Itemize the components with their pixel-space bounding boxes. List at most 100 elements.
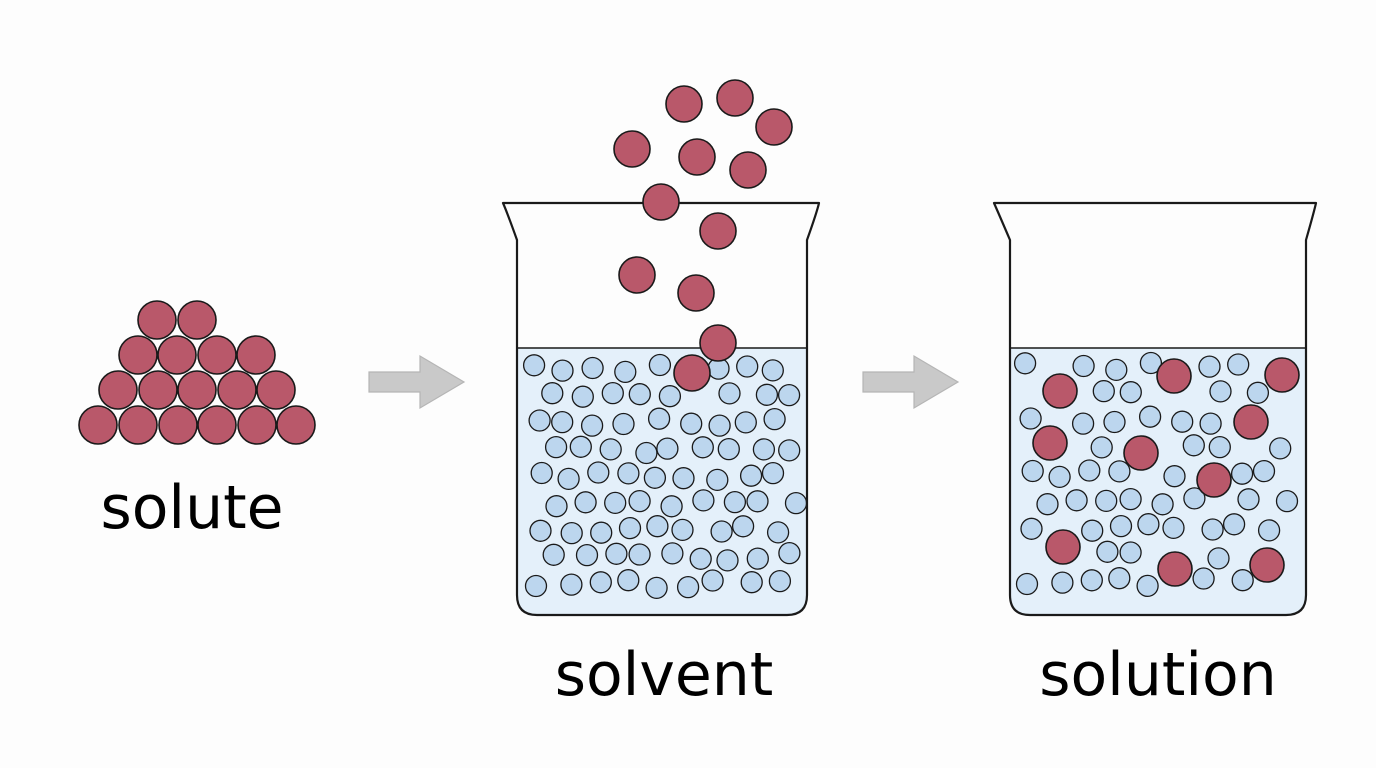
solvent-particle — [604, 491, 627, 515]
solute-particle — [177, 370, 217, 410]
solute-particle — [197, 335, 237, 375]
solvent-particle — [617, 462, 640, 485]
solvent-particle — [1119, 487, 1142, 511]
dissolved-solute-particle — [1157, 551, 1193, 587]
solvent-particle — [660, 495, 683, 518]
solvent-particle — [778, 439, 801, 462]
solvent-particle — [560, 573, 583, 596]
solvent-particle — [763, 407, 786, 431]
solvent-particle — [671, 518, 694, 542]
solvent-particle — [739, 464, 763, 487]
solvent-particle — [1137, 513, 1160, 536]
solute-particle — [138, 370, 178, 410]
solvent-particle — [1109, 514, 1133, 538]
solvent-particle — [1209, 380, 1232, 403]
solute-particle — [98, 370, 138, 410]
solvent-particle — [755, 383, 779, 406]
solute-particle — [276, 405, 316, 445]
solvent-particle — [541, 382, 564, 405]
solute-particle — [118, 335, 158, 375]
solvent-particle — [1162, 516, 1185, 540]
solvent-particle — [768, 569, 792, 593]
solvent-particle — [1231, 569, 1254, 592]
falling-solute-particle — [699, 324, 737, 362]
falling-solute-particle — [699, 212, 737, 250]
dissolved-solute-particle — [1264, 357, 1300, 393]
solvent-particle — [1222, 513, 1246, 536]
solute-particle-pile — [78, 300, 316, 445]
solvent-particle — [676, 575, 700, 599]
solvent-label: solvent — [554, 640, 774, 710]
solvent-particle — [1108, 567, 1131, 590]
solvent-particle — [645, 576, 668, 600]
solute-particle — [217, 370, 257, 410]
solvent-particle — [691, 436, 714, 459]
solvent-particle — [1198, 355, 1221, 378]
solvent-particle — [1252, 459, 1276, 483]
solvent-particle — [1136, 574, 1159, 598]
falling-solute-particle — [755, 108, 793, 146]
solvent-particle — [1183, 487, 1206, 510]
solvent-particle — [580, 414, 604, 437]
solvent-particle — [628, 543, 651, 566]
solute-particle — [118, 405, 158, 445]
solvent-particle — [1103, 410, 1126, 434]
solvent-particle — [590, 521, 613, 544]
solvent-particle — [601, 381, 624, 405]
solvent-particle — [1071, 412, 1095, 435]
solvent-particle — [680, 412, 703, 435]
solvent-particle — [551, 359, 574, 382]
solvent-particle — [717, 437, 740, 461]
dissolved-solute-particle — [1233, 404, 1269, 440]
solute-particle — [197, 405, 237, 445]
solvent-particle — [1078, 459, 1101, 482]
solvent-particle — [1019, 407, 1042, 430]
solvent-particle — [784, 491, 808, 515]
falling-solute-particle — [677, 274, 715, 312]
solvent-particle — [731, 515, 755, 538]
solvent-particle — [716, 549, 739, 572]
solvent-particle — [1081, 519, 1104, 542]
solvent-particle — [560, 521, 583, 545]
solvent-particle — [551, 410, 574, 434]
falling-solute-particle — [618, 256, 656, 294]
solvent-particle — [1269, 437, 1292, 460]
solvent-particle — [734, 411, 757, 434]
solute-label: solute — [100, 473, 284, 543]
falling-solute-particle — [642, 183, 680, 221]
solvent-particle — [718, 382, 741, 405]
solvent-particle — [1105, 358, 1128, 382]
solvent-particle — [643, 466, 667, 489]
right-arrow-icon — [368, 354, 466, 410]
solvent-particle — [1171, 410, 1194, 433]
falling-solute-particle — [716, 79, 754, 117]
solution-beaker — [992, 201, 1318, 617]
solvent-particle — [672, 467, 695, 490]
solvent-particle — [530, 461, 553, 485]
solvent-particle — [1048, 465, 1071, 489]
solvent-particle — [605, 542, 628, 565]
solvent-particle — [599, 438, 622, 461]
beaker-icon — [501, 201, 821, 617]
solvent-particle — [1163, 465, 1186, 488]
solvent-particle — [740, 571, 763, 594]
solute-particle — [137, 300, 177, 340]
solvent-particle — [628, 489, 651, 513]
solvent-particle — [706, 468, 729, 492]
solvent-particle — [1227, 353, 1250, 376]
solvent-particle — [708, 414, 731, 437]
solvent-particle — [617, 569, 640, 592]
solvent-particle — [661, 542, 684, 565]
solvent-particle — [557, 467, 580, 491]
solvent-particle — [587, 461, 610, 484]
solvent-particle — [618, 516, 642, 540]
solvent-particle — [522, 354, 546, 377]
falling-solute-particle — [613, 130, 651, 168]
solvent-particle — [1230, 462, 1254, 485]
solvent-particle — [544, 435, 568, 459]
solvent-particle — [746, 490, 769, 513]
solvent-particle — [766, 521, 790, 544]
solvent-particle — [1182, 434, 1205, 457]
dissolved-solute-particle — [1123, 435, 1159, 471]
